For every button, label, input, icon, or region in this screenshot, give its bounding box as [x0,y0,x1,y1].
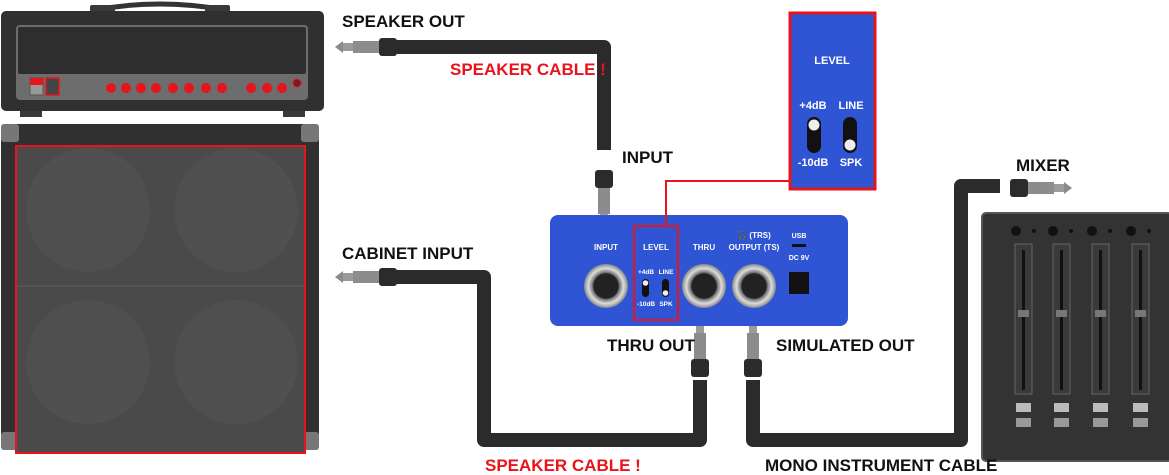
pedal-output-label: OUTPUT (TS) [729,243,780,252]
pedal-device: INPUT LEVEL THRU 🎧 (TRS) OUTPUT (TS) USB… [550,215,848,326]
input-jack[interactable] [584,264,628,308]
cabinet-input-label: CABINET INPUT [342,244,474,263]
callout-line [665,180,790,226]
pedal-usb-label: USB [792,233,807,240]
speaker-out-plug [335,38,397,56]
pedal-thru-label: THRU [693,243,715,252]
thru-jack[interactable] [682,264,726,308]
speaker-cable-top [397,40,611,150]
level-callout: LEVEL +4dB LINE -10dB SPK [788,11,877,191]
speaker-cable-warning-bottom: SPEAKER CABLE ! [485,456,641,475]
speaker-cabinet [1,124,319,454]
mono-instrument-cable [746,179,1000,447]
pedal-dc-label: DC 9V [789,255,810,262]
mixer-label: MIXER [1016,156,1070,175]
pedal-minus10-label: -10dB [637,301,655,308]
pedal-input-label: INPUT [594,243,618,252]
callout-minus10: -10dB [798,157,829,169]
speaker-cable-bottom [390,270,707,447]
simulated-out-label: SIMULATED OUT [776,336,915,355]
output-jack[interactable] [732,264,776,308]
thru-out-label: THRU OUT [607,336,695,355]
amp-head [1,1,324,117]
level-highlight-box [633,225,679,321]
callout-plus4: +4dB [799,100,826,112]
cabinet-input-plug [335,268,397,286]
pedal-trs-label: 🎧 (TRS) [737,230,771,240]
callout-title: LEVEL [814,55,850,67]
pedal-line-label: LINE [659,269,674,276]
mono-instrument-cable-label: MONO INSTRUMENT CABLE [765,456,997,475]
usb-port[interactable] [792,244,806,247]
pedal-spk-label: SPK [659,301,673,308]
mixer-plug [1010,179,1072,197]
dc-power-jack[interactable] [789,272,809,294]
callout-spk: SPK [840,157,863,169]
pedal-plus4-label: +4dB [638,269,654,276]
speaker-out-label: SPEAKER OUT [342,12,465,31]
mixer [981,212,1169,462]
callout-line-label: LINE [838,100,863,112]
speaker-cable-warning-top: SPEAKER CABLE ! [450,60,606,79]
input-label: INPUT [622,148,674,167]
pedal-level-label: LEVEL [643,243,669,252]
